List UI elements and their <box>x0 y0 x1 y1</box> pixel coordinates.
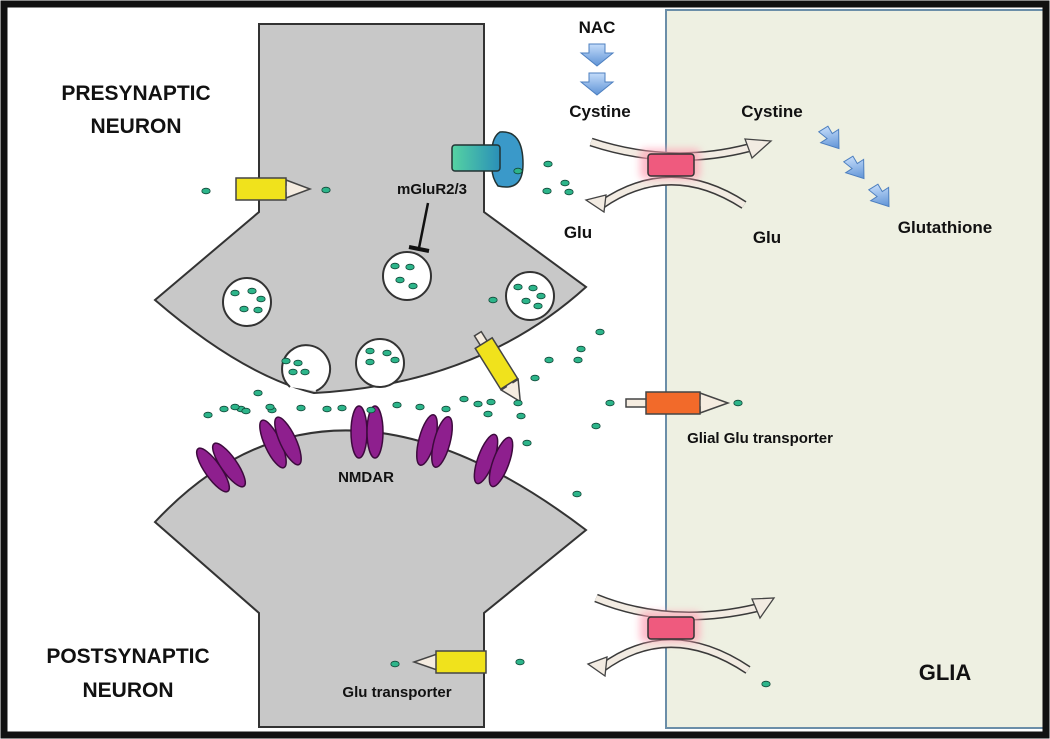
glutamate-molecule <box>230 403 240 411</box>
glutamate-molecule <box>253 306 263 314</box>
glutamate-molecule <box>564 188 574 196</box>
glial-glu-transporter <box>625 391 731 415</box>
glutamate-molecule <box>382 349 392 357</box>
glu-label-right: Glu <box>753 228 781 247</box>
glutamate-molecule <box>390 660 400 668</box>
cystine-label-right: Cystine <box>741 102 802 121</box>
exchanger-upper <box>584 137 773 214</box>
glutamate-molecule <box>761 680 771 688</box>
glutamate-molecule <box>483 410 493 418</box>
glutamate-molecule <box>390 262 400 270</box>
glutamate-molecule <box>281 357 291 365</box>
mglur-inhibition-bar <box>408 245 430 253</box>
glutamate-molecule <box>542 187 552 195</box>
presynaptic-label-line2: NEURON <box>90 115 181 138</box>
glutamate-molecule <box>256 295 266 303</box>
glutamate-molecule <box>488 296 498 304</box>
postsynaptic-label: POSTSYNAPTIC <box>46 645 209 668</box>
glutamate-molecule <box>533 302 543 310</box>
glutamate-molecule <box>530 374 540 382</box>
glutamate-molecule <box>253 389 263 397</box>
glutamate-molecule <box>337 404 347 412</box>
glutamate-molecule <box>365 347 375 355</box>
glutamate-molecule <box>441 405 451 413</box>
glutamate-molecule <box>513 399 523 407</box>
glutamate-molecule <box>203 411 213 419</box>
glial-glu-transporter-label: Glial Glu transporter <box>687 430 833 447</box>
glutamate-molecule <box>219 405 229 413</box>
glutamate-molecule <box>321 186 331 194</box>
fusing-vesicle <box>281 344 332 392</box>
nac-to-cystine-arrows <box>579 43 615 96</box>
glutamate-molecule <box>201 187 211 195</box>
glutamate-molecule <box>322 405 332 413</box>
reuptake-transporter <box>473 330 522 404</box>
glutamate-molecule <box>293 359 303 367</box>
glutamate-molecule <box>573 356 583 364</box>
cystine-to-glutathione-arrows <box>817 125 890 208</box>
glutamate-molecule <box>560 179 570 187</box>
glia-region <box>665 9 1045 729</box>
glutamate-molecule <box>241 407 251 415</box>
glutamate-molecule <box>265 403 275 411</box>
nmdar-label: NMDAR <box>338 469 394 486</box>
glutamate-molecule <box>486 398 496 406</box>
presynaptic-glu-transporter <box>235 177 313 201</box>
glutamate-molecule <box>247 287 257 295</box>
nac-label: NAC <box>579 18 616 37</box>
glutamate-molecule <box>605 399 615 407</box>
glu-label-left: Glu <box>564 223 592 242</box>
glutamate-molecule <box>365 358 375 366</box>
nmdar-receptors <box>195 405 514 493</box>
mglur-inhibition-line <box>417 202 430 249</box>
glutamate-molecule <box>390 356 400 364</box>
glutamate-molecule <box>543 160 553 168</box>
glutamate-molecule <box>300 368 310 376</box>
glutamate-molecule <box>544 356 554 364</box>
glutamate-molecule <box>572 490 582 498</box>
glutamate-molecule <box>459 395 469 403</box>
glutamate-molecule <box>392 401 402 409</box>
glutathione-label: Glutathione <box>898 218 992 237</box>
glutamate-molecule <box>395 276 405 284</box>
glutamate-molecule <box>591 422 601 430</box>
glutamate-molecule <box>515 658 525 666</box>
mglur-label: mGluR2/3 <box>397 181 467 198</box>
postsynaptic-label-line2: NEURON <box>82 679 173 702</box>
glutamate-molecule <box>296 404 306 412</box>
glutamate-molecule <box>366 406 376 414</box>
glutamate-molecules <box>201 160 771 688</box>
glutamate-molecule <box>415 403 425 411</box>
presynaptic-label: PRESYNAPTIC <box>61 82 210 105</box>
glutamate-molecule <box>516 412 526 420</box>
glia-label: GLIA <box>919 660 972 685</box>
glutamate-molecule <box>230 289 240 297</box>
glu-transporter-label: Glu transporter <box>342 684 451 701</box>
exchanger-lower <box>586 593 776 678</box>
postsynaptic-glu-transporter <box>411 650 487 674</box>
glutamate-molecule <box>528 284 538 292</box>
glutamate-molecule <box>536 292 546 300</box>
glutamate-molecule <box>288 368 298 376</box>
glutamate-molecule <box>595 328 605 336</box>
glutamate-molecule <box>521 297 531 305</box>
glutamate-molecule <box>473 400 483 408</box>
glutamate-molecule <box>405 263 415 271</box>
presynaptic-neuron <box>153 23 588 395</box>
glutamate-molecule <box>408 282 418 290</box>
glutamate-molecule <box>239 305 249 313</box>
glutamate-molecule <box>513 283 523 291</box>
cystine-label-left: Cystine <box>569 102 630 121</box>
glutamate-molecule <box>733 399 743 407</box>
glutamate-molecule <box>513 167 523 175</box>
glutamate-molecule <box>522 439 532 447</box>
glutamate-molecule <box>576 345 586 353</box>
